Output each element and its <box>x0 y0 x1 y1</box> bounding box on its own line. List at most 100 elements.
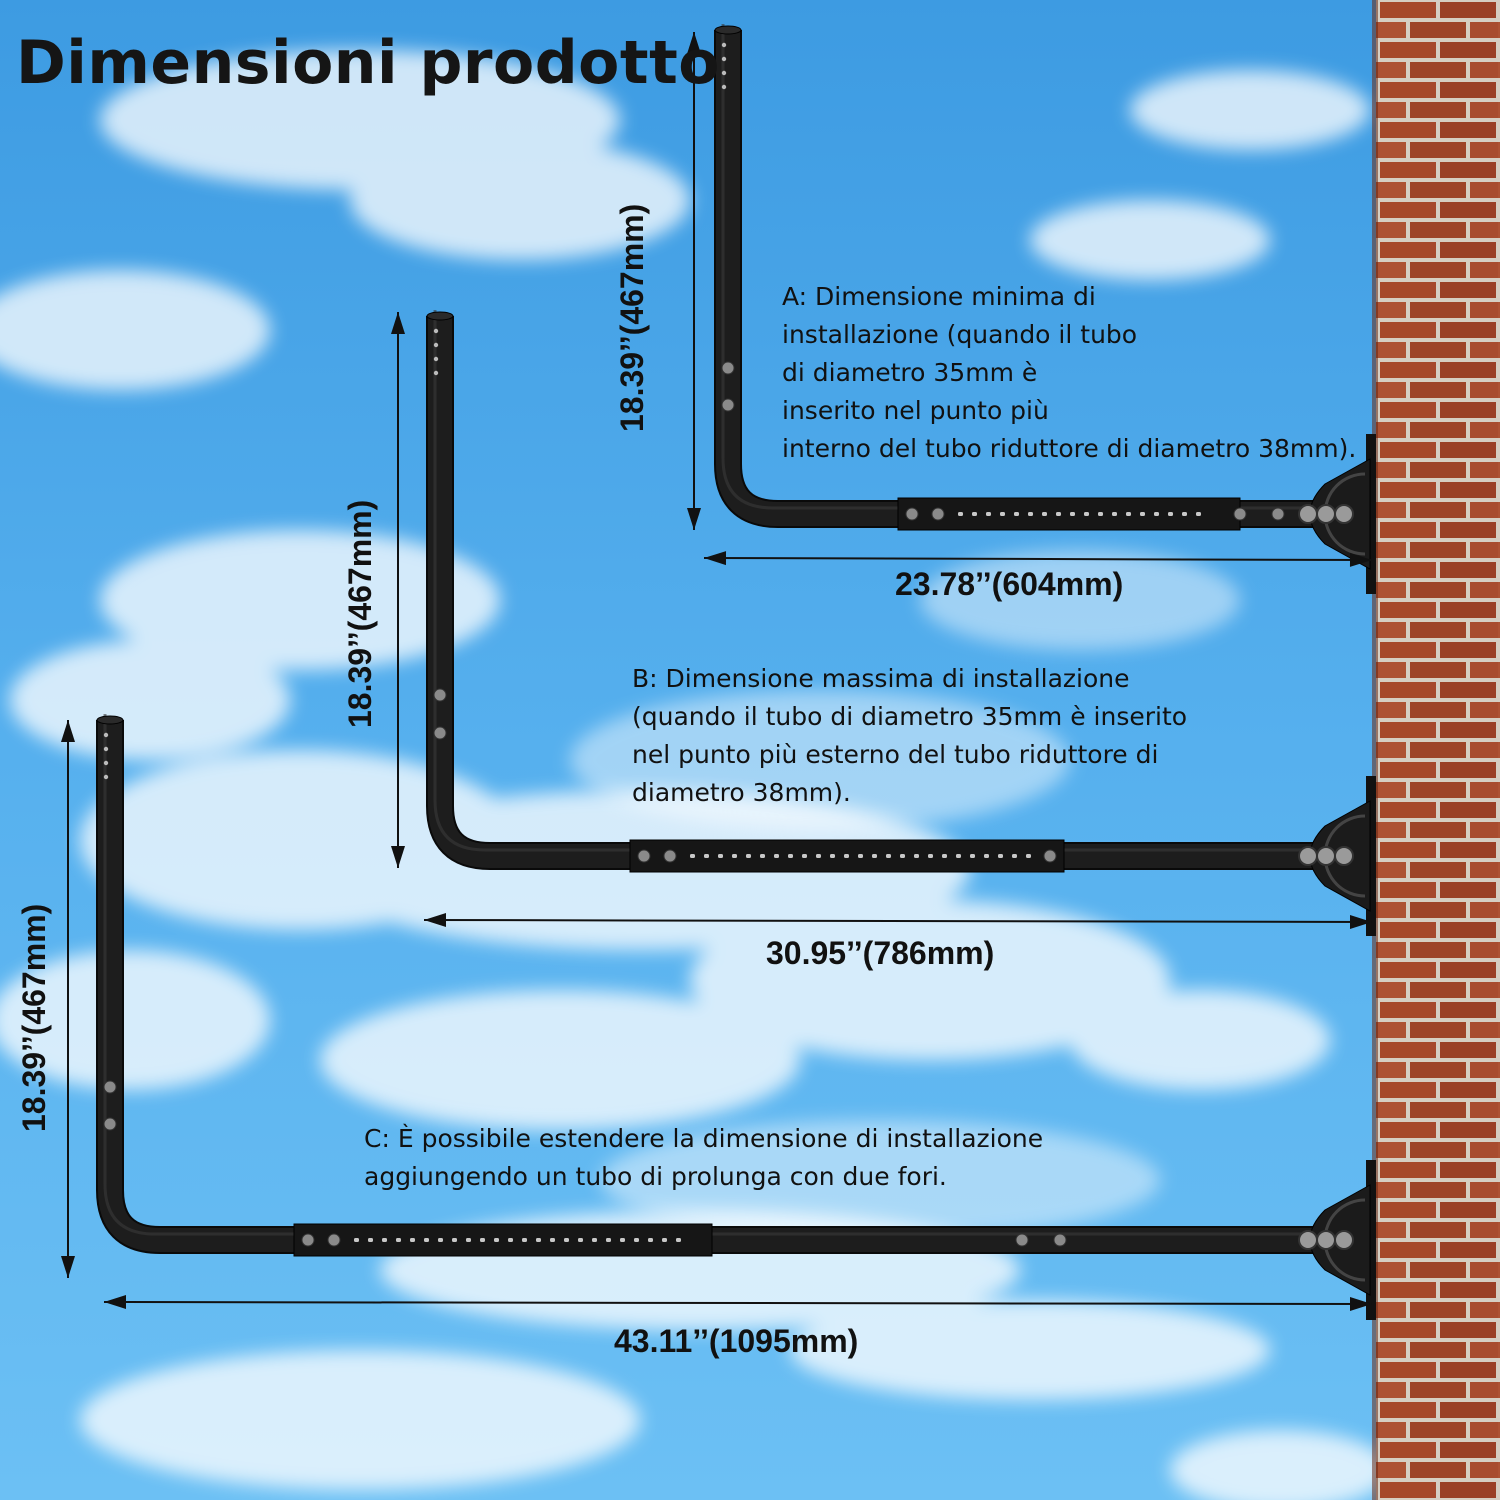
mount-bolt <box>1298 1230 1318 1250</box>
sleeve-hole <box>592 1238 597 1242</box>
pipe-hole <box>103 746 109 752</box>
sleeve-hole <box>648 1238 653 1242</box>
bolt <box>103 1080 117 1094</box>
width-label-config-c: 43.11’’(1095mm) <box>614 1323 859 1359</box>
mount-bolt <box>1316 1230 1336 1250</box>
pipe-hole <box>433 356 439 362</box>
bolt <box>663 849 677 863</box>
sleeve-hole <box>550 1238 555 1242</box>
sleeve-hole <box>816 854 821 858</box>
sleeve-hole <box>858 854 863 858</box>
sleeve-hole <box>1028 512 1033 516</box>
sleeve-hole <box>746 854 751 858</box>
width-arrow-config-a <box>703 551 1373 567</box>
note-line: B: Dimensione massima di installazione <box>632 664 1130 693</box>
pipe-cap <box>714 25 742 35</box>
sleeve-hole <box>438 1238 443 1242</box>
pipe-hole <box>103 732 109 738</box>
sleeve-hole <box>972 512 977 516</box>
sleeve-hole <box>382 1238 387 1242</box>
pipe-hole <box>721 56 727 62</box>
sleeve-hole <box>452 1238 457 1242</box>
sleeve-hole <box>522 1238 527 1242</box>
bolt <box>327 1233 341 1247</box>
sleeve-hole <box>788 854 793 858</box>
note-line: interno del tubo riduttore di diametro 3… <box>782 434 1357 463</box>
note-line: aggiungendo un tubo di prolunga con due … <box>364 1162 947 1191</box>
mount-bolt <box>1334 846 1354 866</box>
sleeve-hole <box>1168 512 1173 516</box>
bolt <box>931 507 945 521</box>
height-label-config-b: 18.39’’(467mm) <box>342 499 378 728</box>
sleeve-hole <box>1000 512 1005 516</box>
sleeve-hole <box>998 854 1003 858</box>
note-line: diametro 38mm). <box>632 778 851 807</box>
bolt <box>1015 1233 1029 1247</box>
sleeve-hole <box>1112 512 1117 516</box>
pipe-hole <box>433 328 439 334</box>
sleeve-hole <box>718 854 723 858</box>
height-label-config-a: 18.39’’(467mm) <box>614 203 650 432</box>
pipe-cap <box>426 311 454 321</box>
wall-plate <box>1366 776 1376 936</box>
note-line: nel punto più esterno del tubo riduttore… <box>632 740 1159 769</box>
note-line: di diametro 35mm è <box>782 358 1038 387</box>
sleeve-hole <box>844 854 849 858</box>
width-arrow-config-c <box>103 1295 1373 1311</box>
clouds <box>0 50 1390 1500</box>
pipe-hole <box>721 70 727 76</box>
brick-wall <box>1376 0 1500 1500</box>
sleeve-hole <box>564 1238 569 1242</box>
height-label-config-c: 18.39’’(467mm) <box>16 903 52 1132</box>
width-label-config-a: 23.78’’(604mm) <box>895 566 1124 602</box>
height-arrow-config-a <box>687 32 701 530</box>
sleeve-hole <box>466 1238 471 1242</box>
sleeve-hole <box>1182 512 1187 516</box>
mount-bolt <box>1316 846 1336 866</box>
dimension-line <box>103 1301 1373 1305</box>
sleeve-hole <box>986 512 991 516</box>
sleeve-hole <box>984 854 989 858</box>
dimension-line <box>423 919 1373 923</box>
wall-plate <box>1366 434 1376 594</box>
bolt <box>1043 849 1057 863</box>
sleeve-hole <box>1070 512 1075 516</box>
pipe-hole <box>103 760 109 766</box>
note-line: A: Dimensione minima di <box>782 282 1096 311</box>
pipe-highlight <box>103 714 1325 1236</box>
clouds-soft <box>570 550 1240 1240</box>
height-arrow-config-c <box>61 720 75 1278</box>
sleeve-hole <box>914 854 919 858</box>
sleeve-hole <box>1042 512 1047 516</box>
arrow-head <box>1349 552 1372 567</box>
pipe-hole <box>103 774 109 780</box>
sleeve-hole <box>1014 512 1019 516</box>
pipe-hole <box>433 342 439 348</box>
arrow-head <box>1349 1296 1372 1311</box>
sleeve-hole <box>690 854 695 858</box>
sleeve-hole <box>942 854 947 858</box>
bolt <box>721 361 735 375</box>
sleeve-hole <box>774 854 779 858</box>
sleeve-hole <box>662 1238 667 1242</box>
sleeve-hole <box>1126 512 1131 516</box>
sleeve-hole <box>900 854 905 858</box>
bracket-a <box>714 24 1376 594</box>
wall-edge <box>1372 0 1378 1500</box>
width-label-config-b: 30.95’’(786mm) <box>766 935 995 971</box>
sleeve-hole <box>886 854 891 858</box>
pipe-hole <box>721 42 727 48</box>
dimension-line <box>703 557 1373 561</box>
sleeve-hole <box>958 512 963 516</box>
sleeve-hole <box>354 1238 359 1242</box>
note-config-c: C: È possibile estendere la dimensione d… <box>364 1120 1043 1196</box>
mount-bolt <box>1298 504 1318 524</box>
bolt <box>433 726 447 740</box>
sleeve-hole <box>396 1238 401 1242</box>
arrow-head <box>391 846 405 868</box>
bolt <box>1271 507 1285 521</box>
note-config-a: A: Dimensione minima di installazione (q… <box>782 278 1356 468</box>
sleeve-hole <box>830 854 835 858</box>
sleeve-hole <box>760 854 765 858</box>
